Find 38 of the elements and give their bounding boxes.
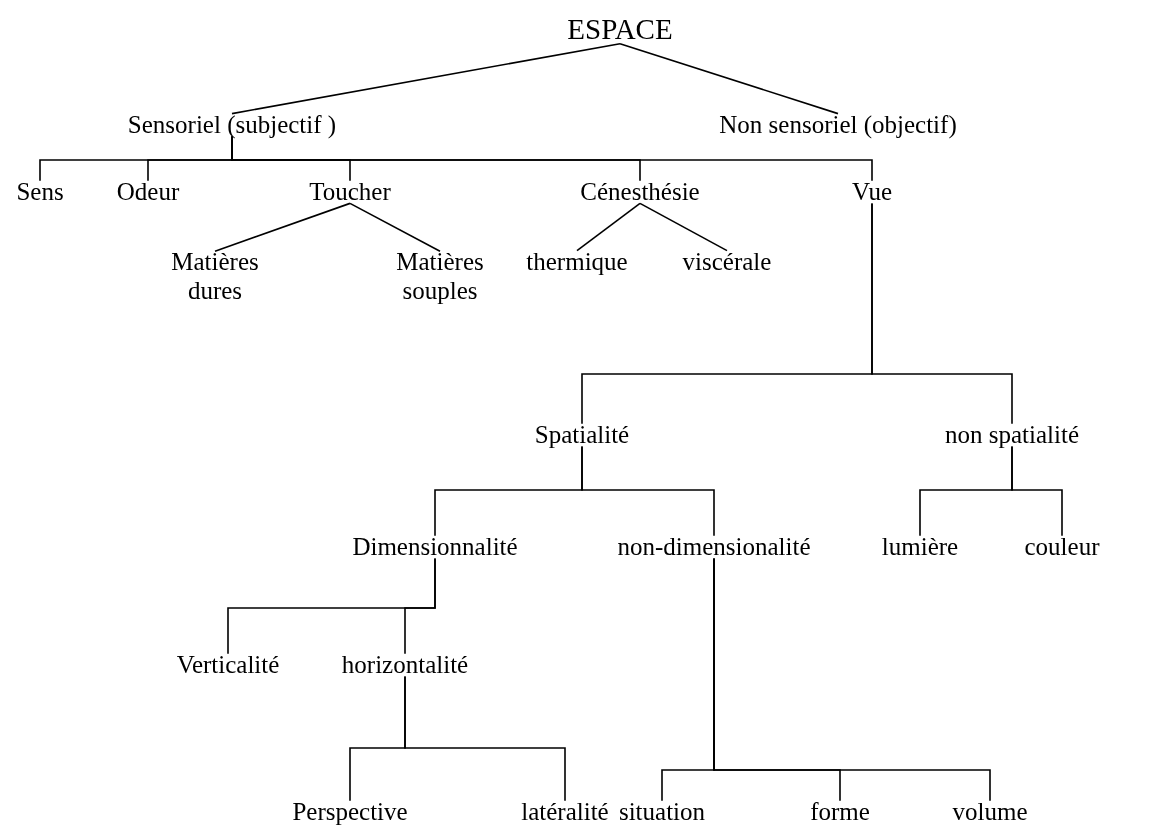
connector-line: [404, 675, 566, 802]
connector-line: [214, 202, 351, 253]
node-label: situation: [616, 797, 708, 827]
node-label: viscérale: [680, 247, 774, 277]
node-label: non spatialité: [943, 420, 1081, 450]
node-label: Dimensionnalité: [350, 532, 520, 562]
node-label: Matières dures: [158, 248, 272, 306]
node-label: Sens: [14, 177, 66, 207]
connector-line: [713, 557, 991, 802]
connector-line: [576, 202, 641, 252]
node-label: Odeur: [114, 177, 182, 207]
node-label: lumière: [879, 532, 961, 562]
node-label: ESPACE: [565, 13, 675, 47]
node-label: Matières souples: [383, 248, 497, 306]
node-label: couleur: [1022, 532, 1102, 562]
connector-line: [871, 202, 1013, 425]
connector-line: [1011, 445, 1063, 537]
connector-line: [581, 445, 715, 537]
connector-line: [349, 202, 441, 253]
connector-line: [639, 202, 728, 252]
node-label: thermique: [524, 247, 630, 277]
node-label: forme: [808, 797, 872, 827]
node-label: non-dimensionalité: [615, 532, 813, 562]
node-label: Vue: [849, 177, 895, 207]
connector-line: [231, 42, 621, 115]
node-label: Perspective: [290, 797, 410, 827]
node-label: latéralité: [519, 797, 611, 827]
connector-line: [231, 135, 873, 182]
connector-line: [619, 42, 839, 115]
node-label: Spatialité: [532, 420, 632, 450]
node-label: Verticalité: [174, 650, 282, 680]
node-label: horizontalité: [339, 650, 471, 680]
node-label: Cénesthésie: [578, 177, 702, 207]
node-label: Sensoriel (subjectif ): [125, 110, 339, 140]
connector-line: [404, 557, 436, 655]
node-label: Non sensoriel (objectif): [717, 110, 959, 140]
node-label: volume: [950, 797, 1030, 827]
node-label: Toucher: [307, 177, 393, 207]
